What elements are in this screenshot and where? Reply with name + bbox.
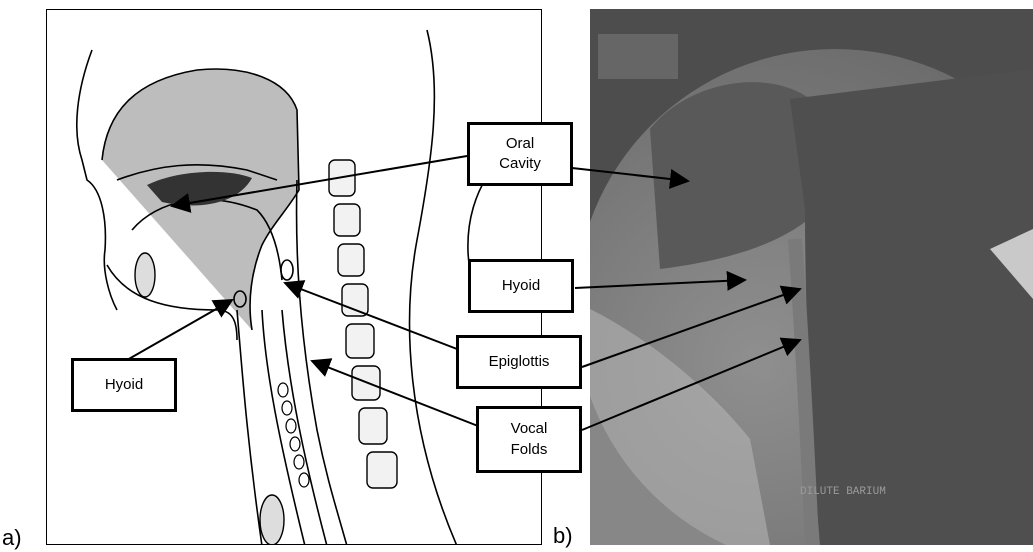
epiglottis-shape [281,260,293,280]
lower-bone [260,495,284,545]
xray-caption: DILUTE BARIUM [800,486,886,498]
xray-panel: DILUTE BARIUM [590,9,1033,545]
xray-corner-patch [598,34,678,79]
xray-image: DILUTE BARIUM [590,9,1033,545]
callout-oral-cavity: Oral Cavity [467,122,573,186]
callout-epiglottis: Epiglottis [456,335,582,389]
neck-back [410,30,457,545]
neck-front [237,310,262,545]
xray-neck [790,69,1033,545]
callout-vocal-folds: Vocal Folds [476,406,582,473]
callout-hyoid-center: Hyoid [468,259,574,313]
panel-a-label: a) [2,525,22,551]
panel-b-label: b) [553,523,573,549]
callout-hyoid-left: Hyoid [71,358,177,412]
teeth [135,253,155,297]
vertebrae [329,160,397,488]
